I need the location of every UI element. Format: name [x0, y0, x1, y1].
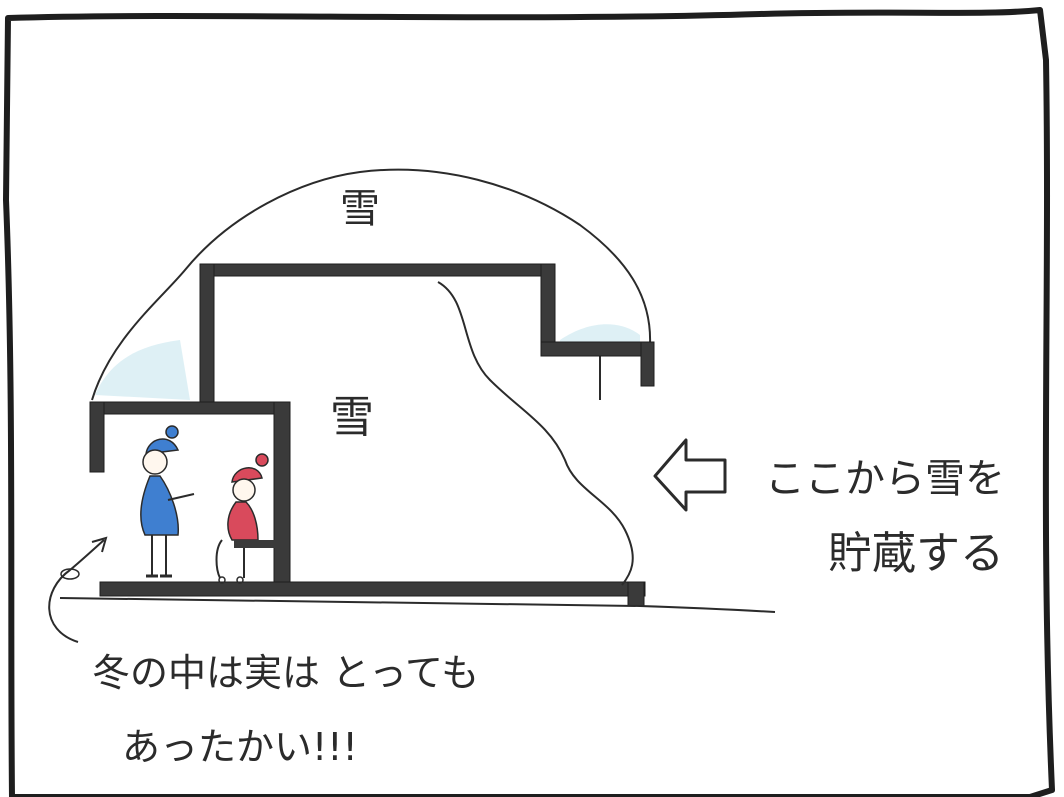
- building-walls: [89, 263, 655, 607]
- snow-pile-slope: [437, 281, 634, 586]
- warm-caption-line2: あったかい!!!: [122, 725, 358, 769]
- person-blue: [140, 425, 195, 578]
- person-red: [215, 453, 276, 584]
- storage-caption-line2: 貯蔵する: [828, 528, 1004, 579]
- curved-arrow-icon: [48, 536, 108, 643]
- storage-caption-line1: ここから雪を: [765, 456, 1005, 502]
- snow-label-inside: 雪: [330, 392, 374, 443]
- snow-mound: [91, 168, 652, 401]
- panel-frame: [3, 7, 1055, 797]
- snow-label-top: 雪: [340, 186, 380, 232]
- snow-tint: [95, 340, 190, 400]
- left-arrow-icon: [653, 438, 727, 512]
- warm-caption-line1: 冬の中は実は とっても: [92, 651, 479, 695]
- ground-line: [59, 597, 776, 613]
- snow-tint: [560, 324, 640, 345]
